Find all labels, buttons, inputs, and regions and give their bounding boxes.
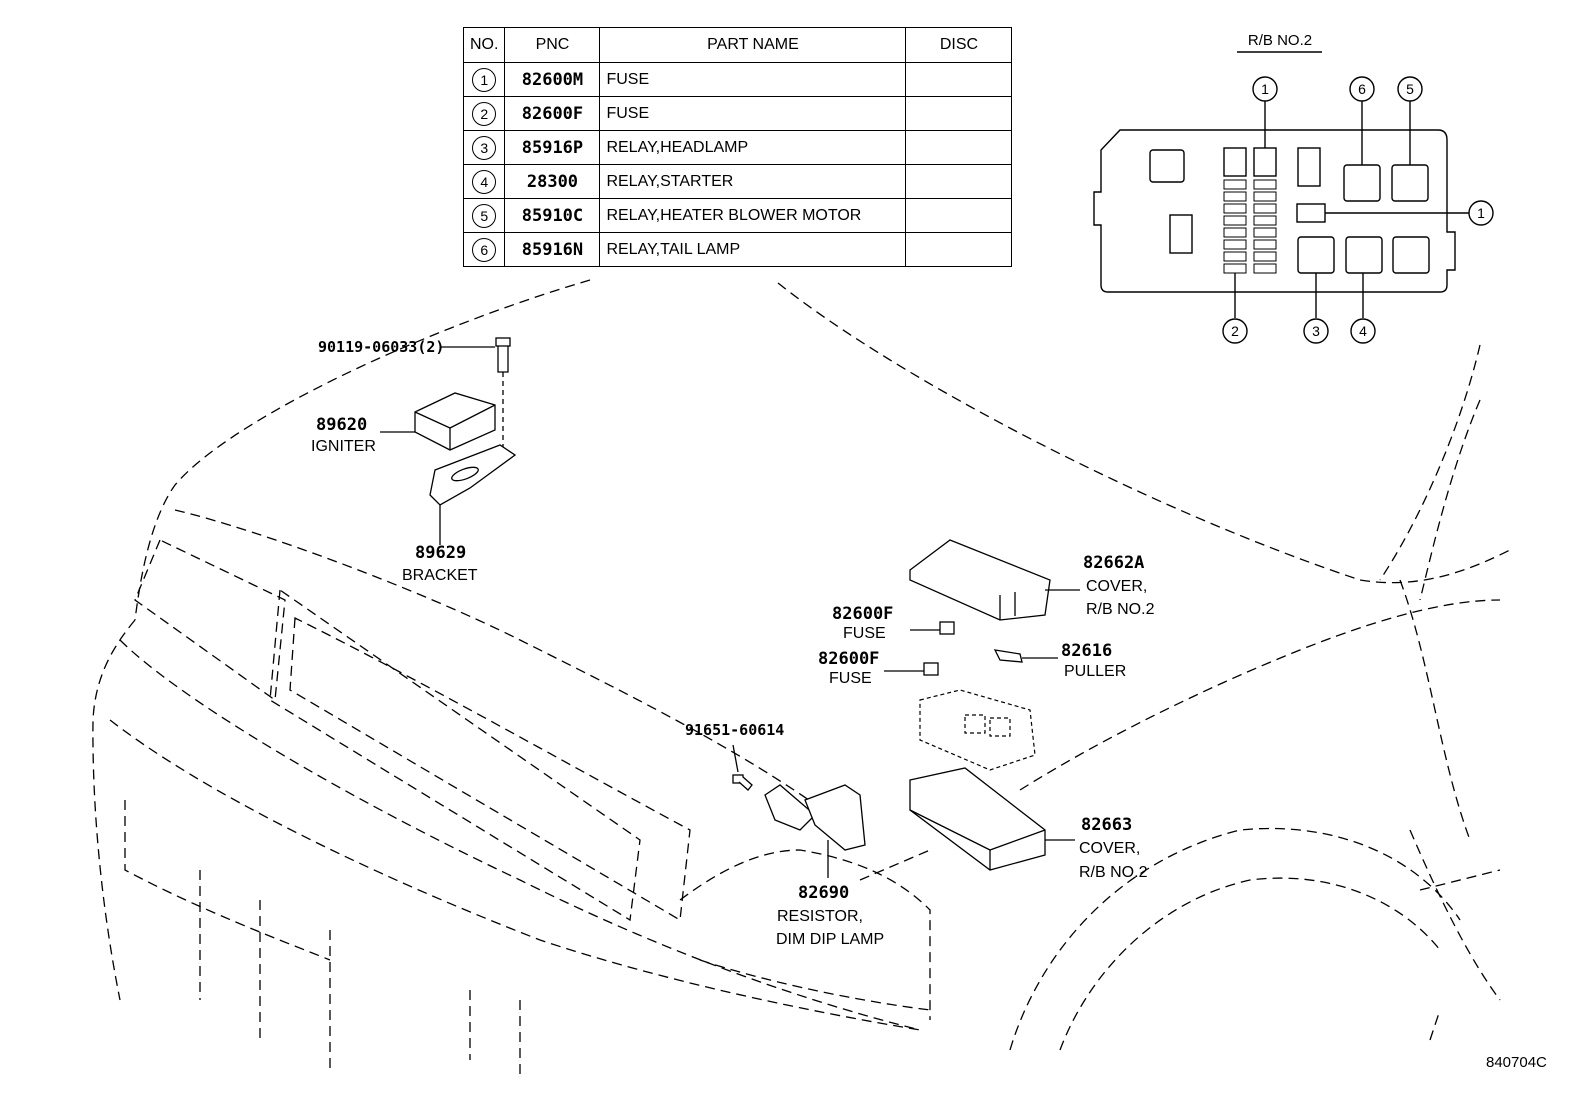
- table-row: 2 82600F FUSE: [462, 96, 1013, 131]
- bracket-part: [429, 444, 517, 545]
- row-disc: [905, 164, 1013, 199]
- parts-table: NO. PNC PART NAME DISC 1 82600M FUSE 2 8…: [462, 27, 1013, 267]
- label-cover-top-name1: COVER,: [1086, 578, 1147, 595]
- inset-callout-4: 4: [1359, 323, 1367, 339]
- label-fuse2-name: FUSE: [829, 670, 872, 687]
- fuse-part-2: [884, 662, 939, 676]
- label-igniter-pnc: 89620: [316, 415, 367, 435]
- vehicle-outline: [92, 279, 1511, 1080]
- label-fuse1-name: FUSE: [843, 625, 886, 642]
- row-part-name: RELAY,STARTER: [599, 164, 907, 199]
- label-resistor-name2: DIM DIP LAMP: [776, 931, 884, 948]
- bolt-part: [440, 337, 511, 450]
- inset-callout-1a: 1: [1261, 81, 1269, 97]
- table-row: 1 82600M FUSE: [462, 62, 1013, 97]
- cover-bottom-part: [909, 767, 1075, 871]
- inset-callout-5: 5: [1406, 81, 1414, 97]
- row-number: 5: [472, 203, 497, 228]
- row-disc: [905, 62, 1013, 97]
- puller-part: [993, 649, 1058, 663]
- screw-part: [732, 744, 753, 791]
- part-names: IGNITER BRACKET COVER, R/B NO.2 FUSE FUS…: [311, 438, 1547, 1071]
- label-igniter-name: IGNITER: [311, 438, 376, 455]
- row-part-name: FUSE: [599, 62, 907, 97]
- table-row: 5 85910C RELAY,HEATER BLOWER MOTOR: [462, 198, 1013, 233]
- fuse-part-1: [910, 621, 955, 635]
- label-fuse1-pnc: 82600F: [832, 604, 893, 624]
- label-puller-name: PULLER: [1064, 663, 1126, 680]
- inset-callout-3: 3: [1312, 323, 1320, 339]
- table-row: 3 85916P RELAY,HEADLAMP: [462, 130, 1013, 165]
- rb-inset-numbers: 1 6 5 1 2 3 4: [1231, 81, 1485, 339]
- label-cover-top-pnc: 82662A: [1083, 553, 1144, 573]
- row-pnc: 82600M: [504, 62, 601, 97]
- label-cover-bot-name2: R/B NO.2: [1079, 864, 1148, 881]
- row-number: 4: [472, 169, 497, 194]
- header-disc: DISC: [905, 27, 1013, 63]
- label-cover-top-name2: R/B NO.2: [1086, 601, 1155, 618]
- row-disc: [905, 130, 1013, 165]
- inset-title: R/B NO.2: [1248, 32, 1312, 49]
- header-part-name: PART NAME: [599, 27, 907, 63]
- row-disc: [905, 232, 1013, 267]
- label-cover-bot-name1: COVER,: [1079, 840, 1140, 857]
- header-no: NO.: [462, 27, 506, 63]
- label-cover-bot-pnc: 82663: [1081, 815, 1132, 835]
- table-row: 6 85916N RELAY,TAIL LAMP: [462, 232, 1013, 267]
- row-part-name: RELAY,TAIL LAMP: [599, 232, 907, 267]
- row-part-name: RELAY,HEADLAMP: [599, 130, 907, 165]
- row-disc: [905, 96, 1013, 131]
- cover-top-part: [909, 539, 1080, 621]
- part-labels: 90119-06033(2) 89620 89629 82662A 82600F…: [316, 338, 1144, 903]
- label-fuse2-pnc: 82600F: [818, 649, 879, 669]
- label-puller-pnc: 82616: [1061, 641, 1112, 661]
- label-bracket-name: BRACKET: [402, 567, 478, 584]
- figure-code: 840704C: [1486, 1054, 1547, 1071]
- inset-callout-1b: 1: [1477, 205, 1485, 221]
- header-pnc: PNC: [504, 27, 601, 63]
- row-disc: [905, 198, 1013, 233]
- row-number: 2: [472, 101, 497, 126]
- table-row: 4 28300 RELAY,STARTER: [462, 164, 1013, 199]
- rb-inset: [1093, 51, 1494, 344]
- row-pnc: 82600F: [504, 96, 601, 131]
- label-bolt-pnc: 90119-06033(2): [318, 338, 444, 356]
- row-pnc: 85910C: [504, 198, 601, 233]
- inset-callout-2: 2: [1231, 323, 1239, 339]
- label-bracket-pnc: 89629: [415, 543, 466, 563]
- row-part-name: RELAY,HEATER BLOWER MOTOR: [599, 198, 907, 233]
- row-number: 3: [472, 135, 497, 160]
- row-number: 6: [472, 237, 497, 262]
- row-number: 1: [472, 67, 497, 92]
- label-resistor-name1: RESISTOR,: [777, 908, 863, 925]
- row-pnc: 28300: [504, 164, 601, 199]
- row-pnc: 85916N: [504, 232, 601, 267]
- table-header-row: NO. PNC PART NAME DISC: [462, 27, 1013, 63]
- relay-block-part: [919, 689, 1036, 771]
- label-resistor-pnc: 82690: [798, 883, 849, 903]
- resistor-part: [764, 784, 866, 878]
- row-part-name: FUSE: [599, 96, 907, 131]
- row-pnc: 85916P: [504, 130, 601, 165]
- igniter-part: [380, 392, 496, 451]
- inset-callout-6: 6: [1358, 81, 1366, 97]
- label-screw-pnc: 91651-60614: [685, 721, 784, 739]
